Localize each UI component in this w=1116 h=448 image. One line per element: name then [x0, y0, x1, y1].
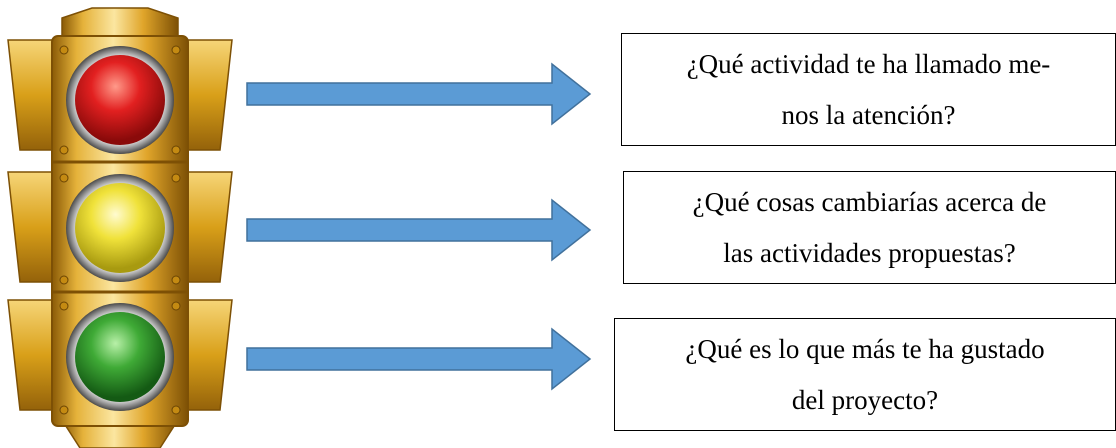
question-box-red: ¿Qué actividad te ha llamado me- nos la … — [621, 33, 1116, 146]
housing-wing-left — [7, 39, 59, 411]
question-text-line: las actividades propuestas? — [723, 237, 1016, 268]
question-text-line: ¿Qué actividad te ha llamado me- — [686, 48, 1051, 79]
arrow-right-icon — [246, 62, 592, 126]
question-box-green: ¿Qué es lo que más te ha gustado del pro… — [614, 318, 1116, 431]
question-text-line: nos la atención? — [781, 99, 956, 130]
question-text-line: ¿Qué es lo que más te ha gustado — [685, 333, 1045, 364]
arrow-right-icon — [246, 327, 592, 391]
arrow-right-icon — [246, 198, 592, 262]
yellow-light-icon — [66, 174, 174, 282]
traffic-light-icon — [7, 7, 233, 448]
housing-wing-right — [181, 39, 233, 411]
question-text-line: del proyecto? — [791, 384, 939, 415]
green-light-icon — [66, 303, 174, 411]
question-box-yellow: ¿Qué cosas cambiarías acerca de las acti… — [623, 171, 1116, 284]
question-text-line: ¿Qué cosas cambiarías acerca de — [692, 186, 1047, 217]
red-light-icon — [66, 46, 174, 154]
